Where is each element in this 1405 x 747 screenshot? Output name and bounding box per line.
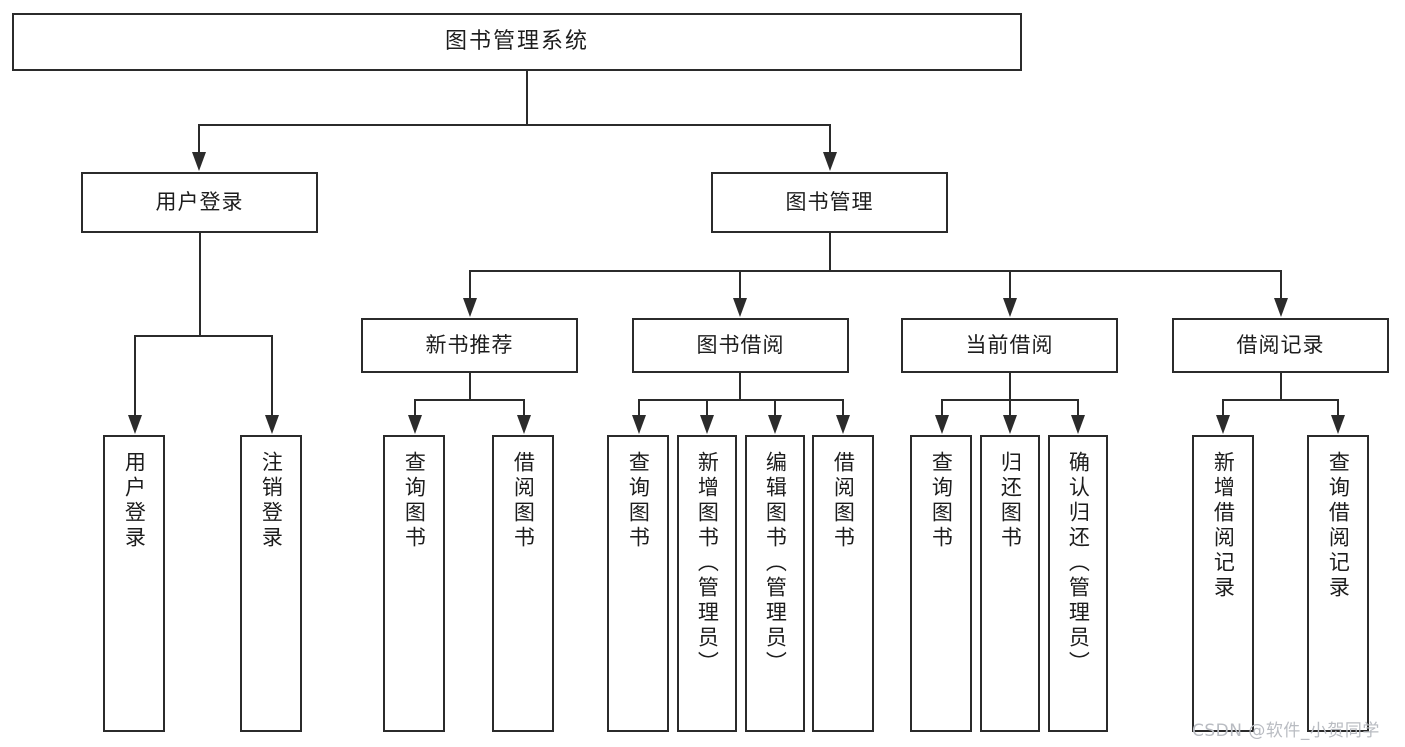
leaf-user-login-logout[interactable]: 注销登录 bbox=[240, 435, 302, 732]
arrowhead-book-borrow-to-leaf-1 bbox=[632, 415, 646, 434]
leaf-label: 查询图书 bbox=[929, 451, 954, 551]
connector-current-borrow-stem bbox=[1009, 373, 1011, 399]
node-label: 图书管理系统 bbox=[444, 28, 589, 54]
leaf-book-borrow-query[interactable]: 查询图书 bbox=[607, 435, 669, 732]
leaf-new-book-query[interactable]: 查询图书 bbox=[383, 435, 445, 732]
connector-book-manage-to-record bbox=[1280, 270, 1282, 300]
connector-new-book-to-leaf-1 bbox=[414, 399, 416, 417]
connector-current-borrow-to-leaf-2 bbox=[1009, 399, 1011, 417]
connector-root-to-user-login bbox=[198, 124, 200, 153]
connector-new-book-bus bbox=[414, 399, 524, 401]
connector-book-manage-to-new-book bbox=[469, 270, 471, 300]
leaf-label: 查询图书 bbox=[626, 451, 651, 551]
node-book-manage[interactable]: 图书管理 bbox=[711, 172, 948, 233]
arrowhead-current-borrow-to-leaf-3 bbox=[1071, 415, 1085, 434]
leaf-label: 借阅图书 bbox=[831, 451, 856, 551]
node-borrow-record[interactable]: 借阅记录 bbox=[1172, 318, 1389, 373]
arrowhead-user-login-to-leaf-2 bbox=[265, 415, 279, 434]
connector-book-manage-bus bbox=[469, 270, 1281, 272]
leaf-label: 确认归还（管理员） bbox=[1066, 451, 1091, 676]
node-label: 图书借阅 bbox=[696, 332, 785, 357]
connector-borrow-record-stem bbox=[1280, 373, 1282, 399]
connector-book-borrow-to-leaf-3 bbox=[774, 399, 776, 417]
arrowhead-book-borrow-to-leaf-4 bbox=[836, 415, 850, 434]
leaf-current-borrow-query[interactable]: 查询图书 bbox=[910, 435, 972, 732]
arrowhead-book-borrow-to-leaf-3 bbox=[768, 415, 782, 434]
connector-borrow-record-to-leaf-2 bbox=[1337, 399, 1339, 417]
connector-user-login-stem bbox=[199, 233, 201, 335]
leaf-borrow-record-query[interactable]: 查询借阅记录 bbox=[1307, 435, 1369, 732]
arrowhead-book-manage-to-current bbox=[1003, 298, 1017, 317]
leaf-label: 编辑图书（管理员） bbox=[763, 451, 788, 676]
leaf-label: 查询借阅记录 bbox=[1326, 451, 1351, 601]
node-new-book-recommend[interactable]: 新书推荐 bbox=[361, 318, 578, 373]
leaf-label: 查询图书 bbox=[402, 451, 427, 551]
leaf-book-borrow-edit[interactable]: 编辑图书（管理员） bbox=[745, 435, 805, 732]
connector-new-book-stem bbox=[469, 373, 471, 399]
leaf-label: 借阅图书 bbox=[511, 451, 536, 551]
leaf-current-borrow-confirm[interactable]: 确认归还（管理员） bbox=[1048, 435, 1108, 732]
arrowhead-new-book-to-leaf-2 bbox=[517, 415, 531, 434]
leaf-label: 新增借阅记录 bbox=[1211, 451, 1236, 601]
connector-root-bus bbox=[198, 124, 830, 126]
leaf-new-book-borrow[interactable]: 借阅图书 bbox=[492, 435, 554, 732]
connector-user-login-to-leaf-2 bbox=[271, 335, 273, 417]
node-label: 当前借阅 bbox=[965, 332, 1054, 357]
connector-user-login-to-leaf-1 bbox=[134, 335, 136, 417]
arrowhead-borrow-record-to-leaf-1 bbox=[1216, 415, 1230, 434]
connector-user-login-bus bbox=[134, 335, 272, 337]
connector-book-borrow-bus bbox=[638, 399, 844, 401]
arrowhead-new-book-to-leaf-1 bbox=[408, 415, 422, 434]
node-label: 用户登录 bbox=[155, 189, 244, 214]
connector-book-borrow-to-leaf-1 bbox=[638, 399, 640, 417]
leaf-current-borrow-return[interactable]: 归还图书 bbox=[980, 435, 1040, 732]
connector-current-borrow-to-leaf-3 bbox=[1077, 399, 1079, 417]
connector-root-stem bbox=[526, 71, 528, 124]
node-book-borrow[interactable]: 图书借阅 bbox=[632, 318, 849, 373]
arrowhead-book-manage-to-new-book bbox=[463, 298, 477, 317]
arrowhead-borrow-record-to-leaf-2 bbox=[1331, 415, 1345, 434]
leaf-label: 归还图书 bbox=[998, 451, 1023, 551]
node-label: 借阅记录 bbox=[1236, 332, 1325, 357]
node-label: 图书管理 bbox=[785, 189, 874, 214]
node-root-system[interactable]: 图书管理系统 bbox=[12, 13, 1022, 71]
arrowhead-user-login-to-leaf-1 bbox=[128, 415, 142, 434]
leaf-label: 用户登录 bbox=[122, 451, 147, 551]
connector-book-borrow-to-leaf-4 bbox=[842, 399, 844, 417]
leaf-user-login-login[interactable]: 用户登录 bbox=[103, 435, 165, 732]
leaf-book-borrow-add[interactable]: 新增图书（管理员） bbox=[677, 435, 737, 732]
arrowhead-book-manage-to-record bbox=[1274, 298, 1288, 317]
connector-book-manage-stem bbox=[829, 233, 831, 270]
leaf-label: 注销登录 bbox=[259, 451, 284, 551]
leaf-label: 新增图书（管理员） bbox=[695, 451, 720, 676]
connector-book-manage-to-borrow bbox=[739, 270, 741, 300]
leaf-book-borrow-lend[interactable]: 借阅图书 bbox=[812, 435, 874, 732]
node-user-login[interactable]: 用户登录 bbox=[81, 172, 318, 233]
connector-book-borrow-to-leaf-2 bbox=[706, 399, 708, 417]
leaf-borrow-record-add[interactable]: 新增借阅记录 bbox=[1192, 435, 1254, 732]
node-current-borrow[interactable]: 当前借阅 bbox=[901, 318, 1118, 373]
arrowhead-current-borrow-to-leaf-2 bbox=[1003, 415, 1017, 434]
arrowhead-current-borrow-to-leaf-1 bbox=[935, 415, 949, 434]
arrowhead-book-manage-to-borrow bbox=[733, 298, 747, 317]
connector-book-manage-to-current bbox=[1009, 270, 1011, 300]
connector-borrow-record-to-leaf-1 bbox=[1222, 399, 1224, 417]
arrowhead-book-borrow-to-leaf-2 bbox=[700, 415, 714, 434]
connector-new-book-to-leaf-2 bbox=[523, 399, 525, 417]
connector-current-borrow-to-leaf-1 bbox=[941, 399, 943, 417]
connector-borrow-record-bus bbox=[1222, 399, 1338, 401]
connector-root-to-book-manage bbox=[829, 124, 831, 153]
connector-book-borrow-stem bbox=[739, 373, 741, 399]
arrowhead-root-to-user-login bbox=[192, 152, 206, 171]
arrowhead-root-to-book-manage bbox=[823, 152, 837, 171]
node-label: 新书推荐 bbox=[425, 332, 514, 357]
